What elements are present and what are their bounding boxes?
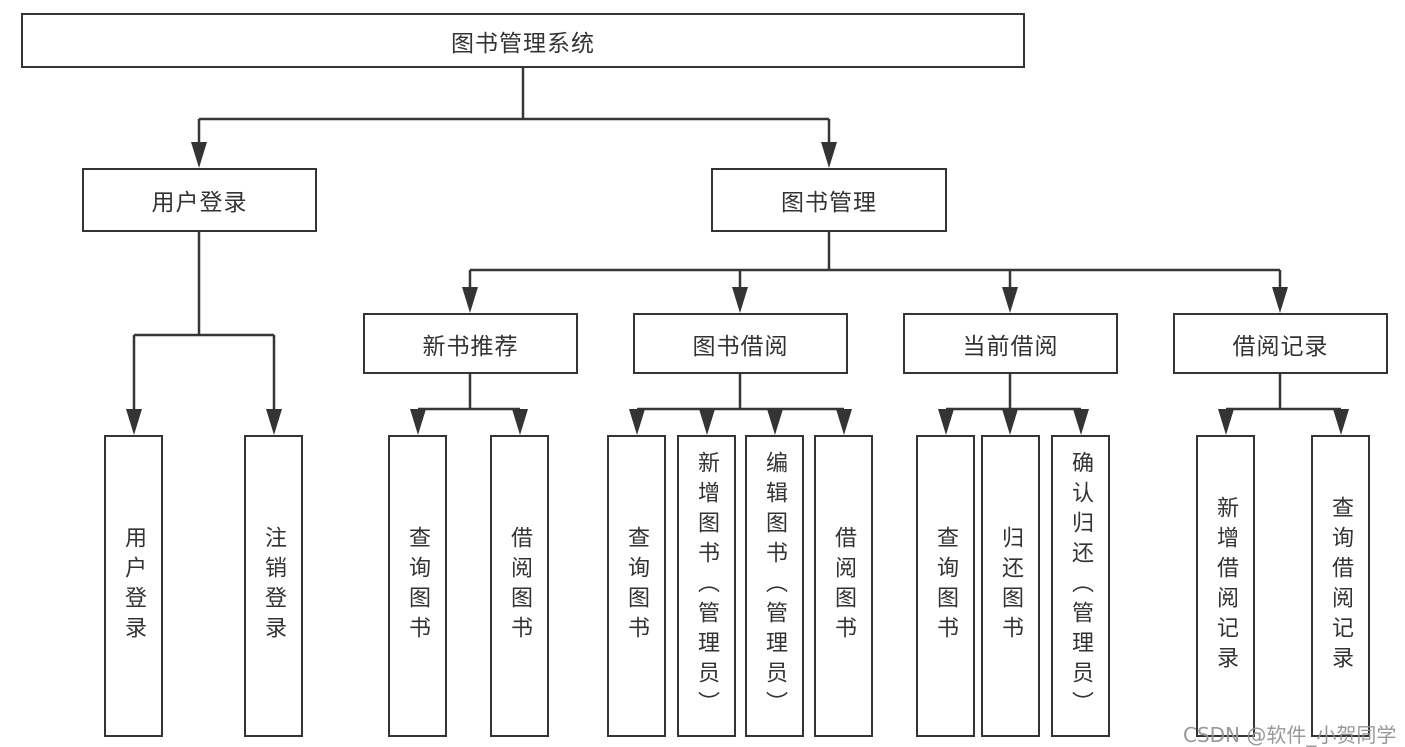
leaf-return-book: 归还图书: [981, 435, 1040, 737]
node-label: 图书借阅: [692, 333, 789, 360]
connector-bookmgmt-to-level3: [468, 232, 1282, 291]
leaf-current-query-book: 查询图书: [916, 435, 975, 737]
node-label: 新增借阅记录: [1213, 496, 1239, 676]
node-library-management-system: 图书管理系统: [21, 13, 1025, 68]
node-label: 查询图书: [933, 526, 959, 646]
leaf-confirm-return-admin: 确认归还（管理员）: [1051, 435, 1110, 737]
leaf-add-book-admin: 新增图书（管理员）: [677, 435, 736, 737]
connector-userlogin-to-leaves: [132, 232, 276, 413]
csdn-watermark: CSDN @软件_小贺同学: [1183, 723, 1397, 747]
node-new-book-recommendation: 新书推荐: [363, 313, 578, 374]
node-label: 确认归还（管理员）: [1068, 451, 1094, 721]
node-label: 查询图书: [624, 526, 650, 646]
node-label: 借阅图书: [831, 526, 857, 646]
node-label: 注销登录: [261, 526, 287, 646]
connector-root-to-level2: [197, 68, 831, 146]
leaf-recommend-query-book: 查询图书: [388, 435, 447, 737]
leaf-query-borrow-record: 查询借阅记录: [1311, 435, 1370, 737]
leaf-edit-book-admin: 编辑图书（管理员）: [745, 435, 804, 737]
node-label: 当前借阅: [962, 333, 1059, 360]
node-book-management: 图书管理: [711, 168, 947, 232]
leaf-user-login: 用户登录: [104, 435, 163, 737]
node-label: 借阅记录: [1232, 333, 1329, 360]
node-borrowing-records: 借阅记录: [1173, 313, 1388, 374]
node-label: 图书管理: [781, 190, 877, 216]
node-label: 图书管理系统: [451, 30, 595, 57]
node-label: 查询图书: [405, 526, 431, 646]
node-label: 借阅图书: [507, 526, 533, 646]
node-label: 归还图书: [998, 526, 1024, 646]
leaf-recommend-borrow-book: 借阅图书: [490, 435, 549, 737]
node-label: 编辑图书（管理员）: [762, 451, 788, 721]
connector-level3-to-leaves: [418, 374, 1341, 413]
node-label: 新书推荐: [422, 333, 519, 360]
node-label: 用户登录: [121, 526, 147, 646]
node-user-login: 用户登录: [82, 168, 317, 232]
leaf-logout: 注销登录: [244, 435, 303, 737]
node-current-borrowing: 当前借阅: [903, 313, 1118, 374]
node-label: 用户登录: [151, 190, 248, 216]
node-label: 查询借阅记录: [1328, 496, 1354, 676]
node-label: 新增图书（管理员）: [694, 451, 720, 721]
leaf-add-borrow-record: 新增借阅记录: [1196, 435, 1255, 737]
node-book-borrowing: 图书借阅: [633, 313, 848, 374]
leaf-borrowing-query-book: 查询图书: [607, 435, 666, 737]
leaf-borrowing-borrow-book: 借阅图书: [814, 435, 873, 737]
